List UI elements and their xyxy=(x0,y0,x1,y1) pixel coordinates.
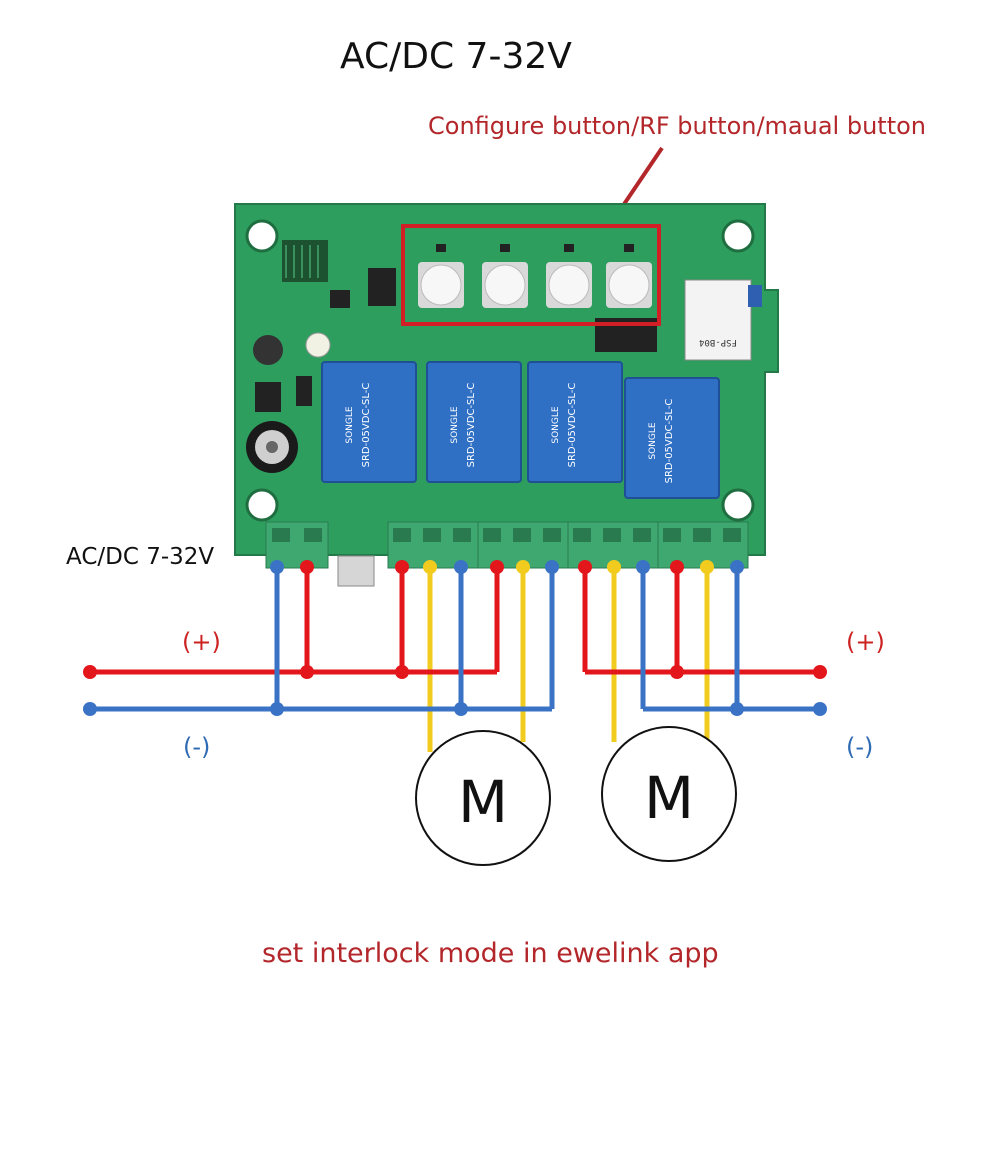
positive-rail-label-left: (+) xyxy=(182,628,221,656)
relay: SRD-05VDC-SL-C SONGLE xyxy=(527,361,623,483)
relay-brand-text: SONGLE xyxy=(648,422,658,460)
motor-label-left: M xyxy=(458,768,508,836)
ic-chip xyxy=(330,290,350,308)
wifi-module: FSP-B04 xyxy=(684,279,762,361)
motor-wires xyxy=(427,567,710,752)
relay-terminal-block xyxy=(657,521,749,569)
ic-chip xyxy=(368,268,396,306)
usb-port-icon xyxy=(337,555,375,587)
ic-chip xyxy=(296,376,312,406)
relay-board: FSP-B04 SRD-05VDC-SL-C SONGLE xyxy=(234,203,779,587)
capacitor-icon xyxy=(305,332,331,358)
relay-brand-text: SONGLE xyxy=(551,406,561,444)
mount-hole-icon xyxy=(721,488,755,522)
push-button[interactable] xyxy=(606,262,652,308)
mount-hole-icon xyxy=(245,219,279,253)
motor-label-right: M xyxy=(644,764,694,832)
page-title: AC/DC 7-32V xyxy=(340,36,572,77)
relay-model-text: SRD-05VDC-SL-C xyxy=(664,399,675,484)
motor-left: M xyxy=(415,730,551,866)
callout-label: Configure button/RF button/maual button xyxy=(428,112,927,140)
footer-note: set interlock mode in ewelink app xyxy=(262,938,719,969)
module-text: FSP-B04 xyxy=(699,337,737,347)
terminal-dots xyxy=(270,560,744,574)
ic-chip xyxy=(255,382,281,412)
inductor-icon xyxy=(253,335,283,365)
relay: SRD-05VDC-SL-C SONGLE xyxy=(321,361,417,483)
push-button[interactable] xyxy=(482,262,528,308)
positive-wires xyxy=(90,567,820,675)
push-button[interactable] xyxy=(418,262,464,308)
mount-hole-icon xyxy=(245,488,279,522)
relay-model-text: SRD-05VDC-SL-C xyxy=(567,383,578,468)
relay-model-text: SRD-05VDC-SL-C xyxy=(466,383,477,468)
push-button[interactable] xyxy=(546,262,592,308)
mount-hole-icon xyxy=(721,219,755,253)
power-input-label: AC/DC 7-32V xyxy=(66,544,215,570)
relay-model-text: SRD-05VDC-SL-C xyxy=(361,383,372,468)
button-highlight-box xyxy=(401,224,661,326)
motor-right: M xyxy=(601,726,737,862)
junction-dots xyxy=(83,665,827,716)
relay-brand-text: SONGLE xyxy=(450,406,460,444)
negative-rail-label-right: (-) xyxy=(846,733,874,761)
positive-rail-label-right: (+) xyxy=(846,628,885,656)
relay: SRD-05VDC-SL-C SONGLE xyxy=(624,377,720,499)
capacitor-icon xyxy=(246,421,298,473)
relay-brand-text: SONGLE xyxy=(345,406,355,444)
antenna-coil-icon xyxy=(282,240,328,282)
relay: SRD-05VDC-SL-C SONGLE xyxy=(426,361,522,483)
negative-wires xyxy=(90,567,820,712)
negative-rail-label-left: (-) xyxy=(183,733,211,761)
